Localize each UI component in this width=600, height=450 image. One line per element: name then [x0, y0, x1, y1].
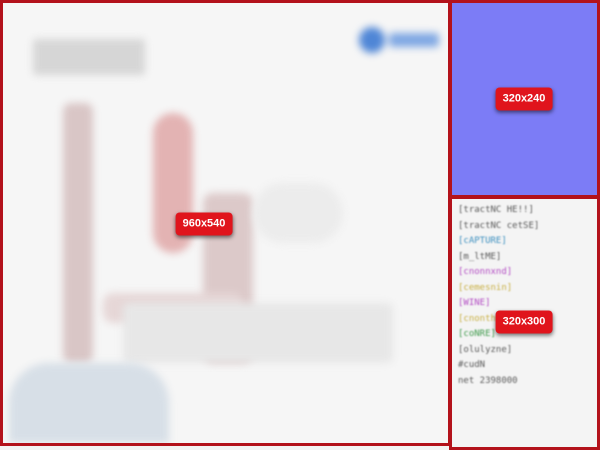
- code-line: [cnonnxnd]: [458, 267, 513, 277]
- bottom-frame-size-badge: 320x300: [495, 310, 553, 334]
- code-line: #cudN: [458, 360, 486, 370]
- top-frame-size-badge: 320x240: [495, 87, 553, 111]
- code-line: [tractNC HE!!]: [458, 205, 534, 215]
- code-line-list: [tractNC HE!!] [tractNC cetSE] [cAPTURE] [m…: [458, 205, 539, 391]
- code-line: [m_ltME]: [458, 251, 502, 262]
- code-line: net 2398000: [458, 375, 518, 386]
- blurred-title: [33, 39, 145, 75]
- code-line: [cAPTURE]: [458, 236, 507, 246]
- code-line: [WINE]: [458, 298, 491, 308]
- code-line: [coNRE]: [458, 329, 496, 339]
- main-capture-frame[interactable]: [0, 0, 451, 446]
- code-line: [cemesnin]: [458, 282, 513, 293]
- blurred-logo: [359, 23, 443, 57]
- blurred-text-block: [123, 303, 393, 363]
- blurred-landscape: [9, 363, 169, 443]
- blurred-shape: [253, 183, 343, 243]
- code-line: [cnonthtOcE]: [458, 313, 524, 324]
- main-frame-size-badge: 960x540: [175, 212, 233, 236]
- code-line: [olulyzne]: [458, 344, 513, 355]
- code-line: [tractNC cetSE]: [458, 220, 540, 231]
